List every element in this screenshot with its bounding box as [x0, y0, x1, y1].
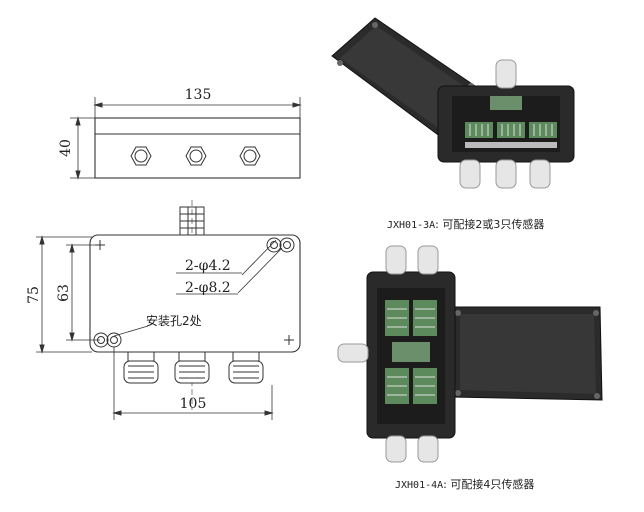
caption-jxh01-4a: JXH01-4A: 可配接4只传感器 [395, 476, 534, 492]
plan-gland-bottom-3 [228, 351, 264, 384]
gland-photo-4a [337, 245, 439, 463]
label-hole-large: 2-φ8.2 [185, 280, 231, 296]
terminal-block-4a [385, 300, 437, 404]
gland-photo-3a [459, 59, 551, 189]
dim-width-top: 135 [185, 87, 212, 103]
label-hole-small: 2-φ4.2 [185, 258, 231, 274]
plan-view [36, 200, 301, 420]
caption-desc: 可配接2或3只传感器 [442, 218, 545, 231]
dim-width-bottom: 105 [180, 396, 207, 412]
plan-gland-bottom-2 [174, 351, 210, 384]
caption-model: JXH01-4A [395, 480, 444, 491]
caption-separator: : [435, 218, 443, 231]
gland-hex-1 [130, 146, 152, 166]
terminal-block-3a [465, 96, 557, 148]
gland-hex-2 [185, 146, 207, 166]
dim-height-side: 40 [58, 139, 74, 157]
photo-jxh01-3a [331, 17, 575, 189]
plan-gland-bottom-1 [123, 351, 159, 384]
dim-height-outer: 75 [26, 286, 42, 304]
side-view [70, 97, 302, 180]
label-mounting-holes: 安装孔2处 [146, 313, 202, 328]
lid-open-right [451, 306, 603, 401]
caption-desc: 可配接4只传感器 [450, 478, 535, 491]
caption-jxh01-3a: JXH01-3A: 可配接2或3只传感器 [387, 216, 544, 232]
dim-height-inner: 63 [56, 284, 72, 302]
photo-jxh01-4a [337, 245, 603, 463]
gland-hex-3 [239, 146, 261, 166]
caption-model: JXH01-3A [387, 220, 436, 231]
caption-separator: : [443, 478, 451, 491]
